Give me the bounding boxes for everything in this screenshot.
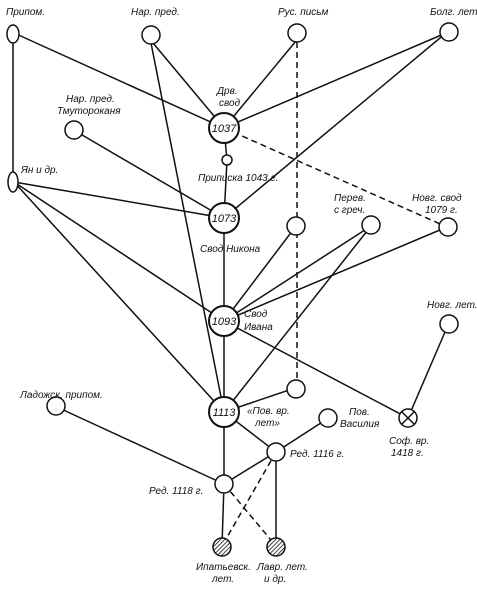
node-pripom — [6, 24, 20, 44]
label-bolg-let: Болг. лет. — [430, 7, 477, 18]
label-lavr-2: и др. — [264, 574, 286, 585]
edge-ruspism-1037 — [223, 40, 297, 129]
node-novg-let — [439, 314, 459, 334]
node-bolg-let — [439, 22, 459, 42]
edge-novg-1093 — [223, 226, 448, 322]
label-ipat-1: Ипатьевск. — [196, 562, 251, 573]
year-labels: 1037 1073 1093 1113 — [212, 123, 237, 419]
node-1037 — [208, 112, 240, 144]
label-pov-vr-2: лет» — [254, 418, 280, 429]
label-sof-vr-1: Соф. вр. — [389, 435, 429, 447]
node-red-1116 — [266, 442, 286, 462]
edge-1037-novg — [223, 127, 448, 228]
label-pov-vasiliya-2: Василия — [340, 419, 380, 430]
node-1093 — [208, 305, 240, 337]
node-perev-small — [286, 216, 306, 236]
edge-tmut-1073 — [76, 131, 225, 219]
node-nar-pred-tmut — [64, 120, 84, 140]
label-nar-pred: Нар. пред. — [131, 7, 180, 18]
label-nar-pred-tmut-2: Тмутороканя — [57, 106, 121, 117]
label-novg-svod-2: 1079 г. — [425, 205, 458, 216]
edge-yan-1113 — [13, 181, 225, 413]
label-ladozhsk: Ладожск. припом. — [19, 390, 103, 401]
edge-1118-lavr — [223, 483, 277, 547]
node-pov-vasiliya — [318, 408, 338, 428]
edge-yan-1093 — [13, 181, 225, 322]
edge-povvas-1116 — [275, 418, 328, 453]
label-sof-vr-2: 1418 г. — [391, 448, 424, 459]
edge-novglet-sof — [407, 324, 449, 419]
label-pripiska: Приписка 1043 г. — [198, 173, 278, 184]
node-rus-pism — [287, 23, 307, 43]
label-ipat-2: лет. — [211, 574, 234, 585]
edge-ladozh-1118 — [58, 407, 225, 485]
year-1037: 1037 — [212, 123, 237, 135]
node-ladozh — [46, 396, 66, 416]
edge-1116-1118 — [223, 451, 277, 485]
label-pov-vr-1: «Пов. вр. — [247, 406, 290, 417]
edge-1118-ipat — [221, 483, 225, 547]
label-novg-svod-1: Новг. свод — [412, 193, 462, 204]
edge-perevsmall-1093 — [223, 225, 297, 322]
node-yan — [7, 171, 19, 193]
label-red-1118: Ред. 1118 г. — [149, 486, 203, 497]
node-perev — [361, 215, 381, 235]
edge-narpred-1037 — [152, 42, 225, 129]
label-lavr-1: Лавр. лет. — [256, 562, 308, 573]
label-rus-pism: Рус. письм — [278, 7, 329, 18]
node-1113 — [208, 396, 240, 428]
node-ipat — [212, 537, 232, 557]
edge-narpred-1113 — [150, 42, 225, 413]
year-1093: 1093 — [212, 316, 237, 328]
edge-1116-ipat — [221, 451, 277, 547]
label-perev-2: с греч. — [334, 205, 365, 216]
node-pripiska-small — [221, 154, 233, 166]
edge-1093-sof — [223, 320, 409, 419]
year-1073: 1073 — [212, 213, 237, 225]
sof-vr-cross-b — [401, 411, 415, 425]
nodes — [6, 22, 459, 557]
label-svod-ivana-1: Свод — [244, 309, 268, 320]
label-red-1116: Ред. 1116 г. — [290, 449, 344, 460]
label-nar-pred-tmut-1: Нар. пред. — [66, 94, 115, 105]
edge-bolg-1073 — [223, 32, 447, 219]
label-pripom: Припом. — [6, 7, 45, 18]
label-novg-let: Новг. лет. — [427, 300, 477, 311]
year-1113: 1113 — [213, 407, 237, 419]
label-svod-ivana-2: Ивана — [244, 322, 273, 333]
edge-perev-1093 — [223, 225, 372, 322]
text-labels: Припом. Нар. пред. Рус. письм Болг. лет.… — [6, 7, 477, 585]
label-svod-nikona: Свод Никона — [200, 244, 261, 255]
edge-yan-1073 — [13, 181, 225, 219]
node-lavr — [266, 537, 286, 557]
label-pov-vasiliya-1: Пов. — [349, 407, 370, 418]
node-dashed-small — [286, 379, 306, 399]
label-yan: Ян и др. — [20, 165, 58, 176]
edge-pripom-1037 — [13, 32, 225, 129]
edge-bolg-1037 — [223, 32, 447, 129]
label-drv-svod-1: Дрв. — [216, 86, 238, 97]
node-nar-pred — [141, 25, 161, 45]
node-novg-svod — [438, 217, 458, 237]
edge-perev-1113 — [223, 225, 372, 413]
label-drv-svod-2: свод — [219, 98, 241, 109]
label-perev-1: Перев. — [334, 193, 366, 204]
node-1073 — [208, 202, 240, 234]
node-red-1118 — [214, 474, 234, 494]
